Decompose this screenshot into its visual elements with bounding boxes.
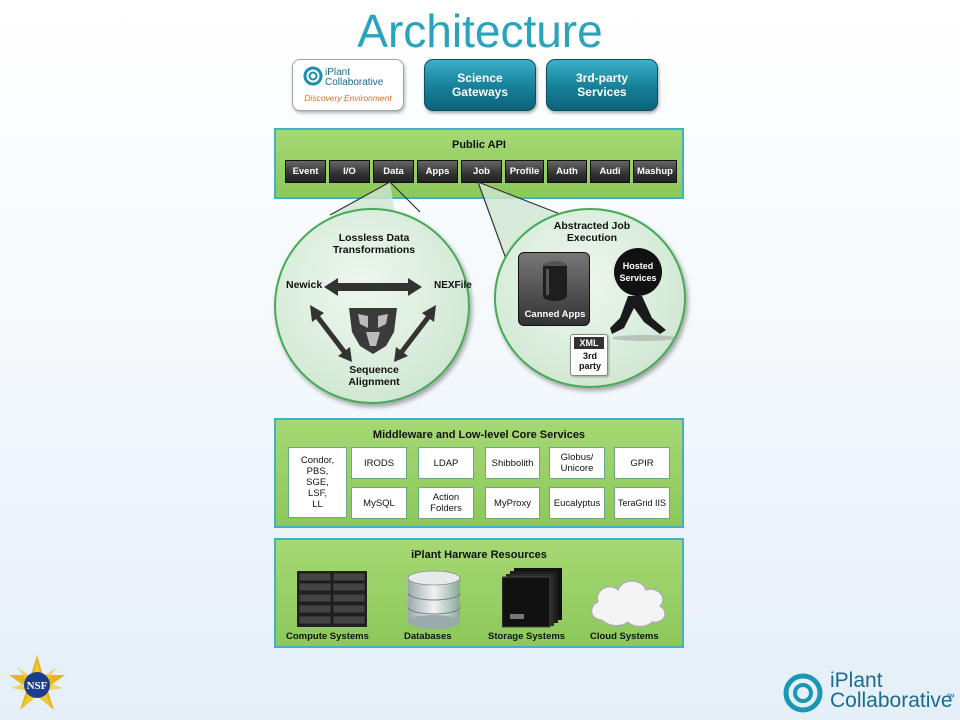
action-folders-box: Action Folders bbox=[418, 487, 474, 519]
hardware-title: iPlant Harware Resources bbox=[411, 549, 547, 561]
iplant-swirl-icon bbox=[783, 673, 823, 713]
data-circle-title: Lossless Data Transformations bbox=[332, 232, 416, 256]
api-auth-button: Auth bbox=[547, 160, 587, 183]
api-io-button: I/O bbox=[329, 160, 370, 183]
third-party-label: 3rd party bbox=[578, 351, 601, 371]
science-gateways-box: Science Gateways bbox=[424, 59, 536, 111]
storage-systems-label: Storage Systems bbox=[488, 631, 566, 642]
compute-systems-label: Compute Systems bbox=[286, 631, 369, 642]
job-execution-circle: Abstracted Job Execution Canned Apps Hos… bbox=[494, 208, 686, 388]
third-party-services-box: 3rd-party Services bbox=[546, 59, 658, 111]
api-job-button: Job bbox=[461, 160, 502, 183]
third-party-xml-card: XML 3rd party bbox=[570, 334, 608, 376]
eucalyptus-box: Eucalyptus bbox=[549, 487, 605, 519]
atlas-hosted-services-icon bbox=[610, 248, 676, 341]
discovery-environment-logo: iPlant Collaborative Discovery Environme… bbox=[292, 59, 404, 111]
api-apps-button: Apps bbox=[417, 160, 458, 183]
middleware-title: Middleware and Low-level Core Services bbox=[372, 429, 586, 441]
sequence-alignment-label: Sequence Alignment bbox=[348, 364, 400, 388]
newick-label: Newick bbox=[286, 279, 323, 291]
job-callout bbox=[478, 182, 560, 270]
globus-unicore-box: Globus/ Unicore bbox=[549, 447, 605, 479]
api-mashup-button: Mashup bbox=[633, 160, 677, 183]
api-audi-button: Audi bbox=[590, 160, 630, 183]
ldap-box: LDAP bbox=[418, 447, 474, 479]
data-transformations-circle: Lossless Data Transformations Newick NEX… bbox=[274, 208, 472, 404]
iplant-brand-top: iPlant bbox=[830, 669, 883, 692]
api-profile-button: Profile bbox=[505, 160, 544, 183]
iplant-brand-bottom: Collaborative bbox=[830, 689, 953, 712]
gpir-box: GPIR bbox=[614, 447, 670, 479]
myproxy-box: MyProxy bbox=[485, 487, 540, 519]
irods-box: IRODS bbox=[351, 447, 407, 479]
shibbolith-box: Shibbolith bbox=[485, 447, 540, 479]
xml-tag: XML bbox=[574, 337, 604, 349]
api-data-button: Data bbox=[373, 160, 414, 183]
canned-apps-box: Canned Apps bbox=[518, 252, 590, 326]
can-icon bbox=[543, 261, 567, 301]
cloud-icon bbox=[591, 580, 666, 628]
iplant-swirl-icon bbox=[303, 66, 323, 86]
iplant-collaborative-logo: iPlant Collaborative ™ bbox=[782, 668, 958, 718]
trademark-mark: ™ bbox=[946, 692, 955, 702]
storage-systems-icon bbox=[502, 568, 562, 628]
hardware-panel: iPlant Harware Resources Compute Systems… bbox=[274, 538, 684, 648]
cloud-systems-label: Cloud Systems bbox=[590, 631, 659, 642]
canned-apps-label: Canned Apps bbox=[524, 309, 586, 320]
middleware-panel: Middleware and Low-level Core Services C… bbox=[274, 418, 684, 528]
databases-label: Databases bbox=[404, 631, 452, 642]
job-circle-title: Abstracted Job Execution bbox=[553, 220, 631, 244]
logo-subtitle: Discovery Environment bbox=[304, 93, 392, 103]
scheduler-box: Condor, PBS, SGE, LSF, LL bbox=[288, 447, 347, 518]
nsf-text: NSF bbox=[27, 680, 48, 692]
page-title: Architecture bbox=[357, 5, 603, 57]
databases-icon bbox=[407, 570, 461, 629]
nsf-logo: NSF bbox=[9, 655, 65, 710]
mysql-box: MySQL bbox=[351, 487, 407, 519]
hosted-services-label: Hosted Services bbox=[619, 261, 657, 283]
compute-systems-icon bbox=[297, 571, 367, 627]
public-api-title: Public API bbox=[452, 139, 506, 151]
autobot-emblem-icon bbox=[349, 308, 397, 354]
api-event-button: Event bbox=[285, 160, 326, 183]
public-api-panel: Public API Event I/O Data Apps Job Profi… bbox=[274, 128, 684, 199]
transformation-arrows-icon bbox=[310, 278, 436, 362]
teragrid-iis-box: TeraGrid IIS bbox=[614, 487, 670, 519]
data-callout bbox=[330, 182, 395, 215]
nexfile-label: NEXFile bbox=[434, 280, 472, 291]
logo-brand-text: iPlant Collaborative bbox=[325, 67, 384, 88]
